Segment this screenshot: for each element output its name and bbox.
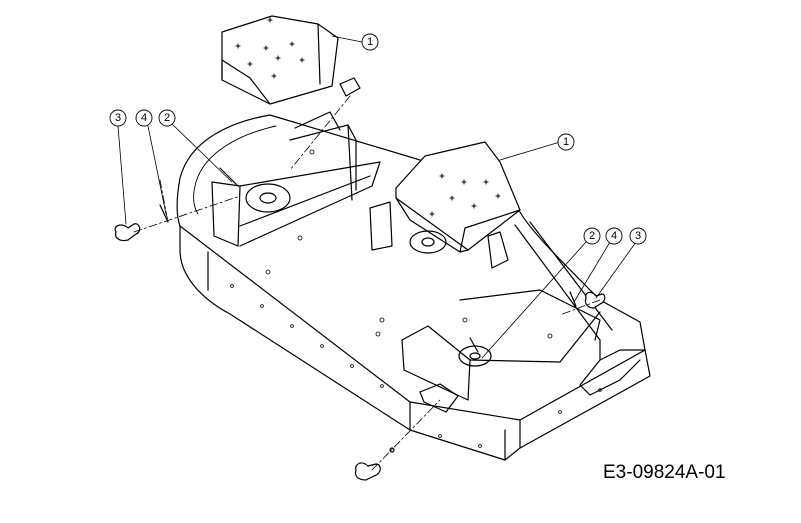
mower-deck	[176, 114, 651, 461]
wing-knob-left	[114, 223, 141, 242]
callout-label: 4	[611, 230, 617, 242]
callout-3-left	[109, 109, 127, 127]
callout-label: 2	[589, 230, 595, 242]
callout-label: 2	[164, 112, 170, 124]
washer-bottom	[389, 447, 395, 453]
bolt-right	[469, 337, 479, 353]
callout-label: 3	[635, 230, 641, 242]
wing-knob-bottom	[354, 462, 381, 481]
spindle-cover-right	[395, 141, 521, 269]
washer-right	[569, 291, 577, 307]
front-spindle-bracket	[401, 289, 601, 413]
wing-knob-right	[584, 291, 606, 309]
washer-left	[159, 204, 169, 223]
callout-4-right	[605, 227, 623, 245]
callout-1-right	[557, 133, 575, 151]
callout-label: 1	[563, 136, 569, 148]
deflector-arm	[514, 221, 646, 396]
diagram-reference-code: E3-09824A-01	[603, 462, 726, 483]
callout-label: 4	[141, 112, 147, 124]
callout-label: 3	[115, 112, 121, 124]
callout-2-left	[158, 109, 176, 127]
callout-3-right	[629, 227, 647, 245]
callout-2-right	[583, 227, 601, 245]
spindle-cover-left	[221, 15, 339, 105]
hardware-bracket	[339, 77, 361, 97]
callout-label: 1	[367, 36, 373, 48]
callout-1-top	[361, 33, 379, 51]
callout-4-left	[135, 109, 153, 127]
bolt-left	[219, 167, 239, 187]
left-spindle-bracket	[211, 111, 381, 247]
